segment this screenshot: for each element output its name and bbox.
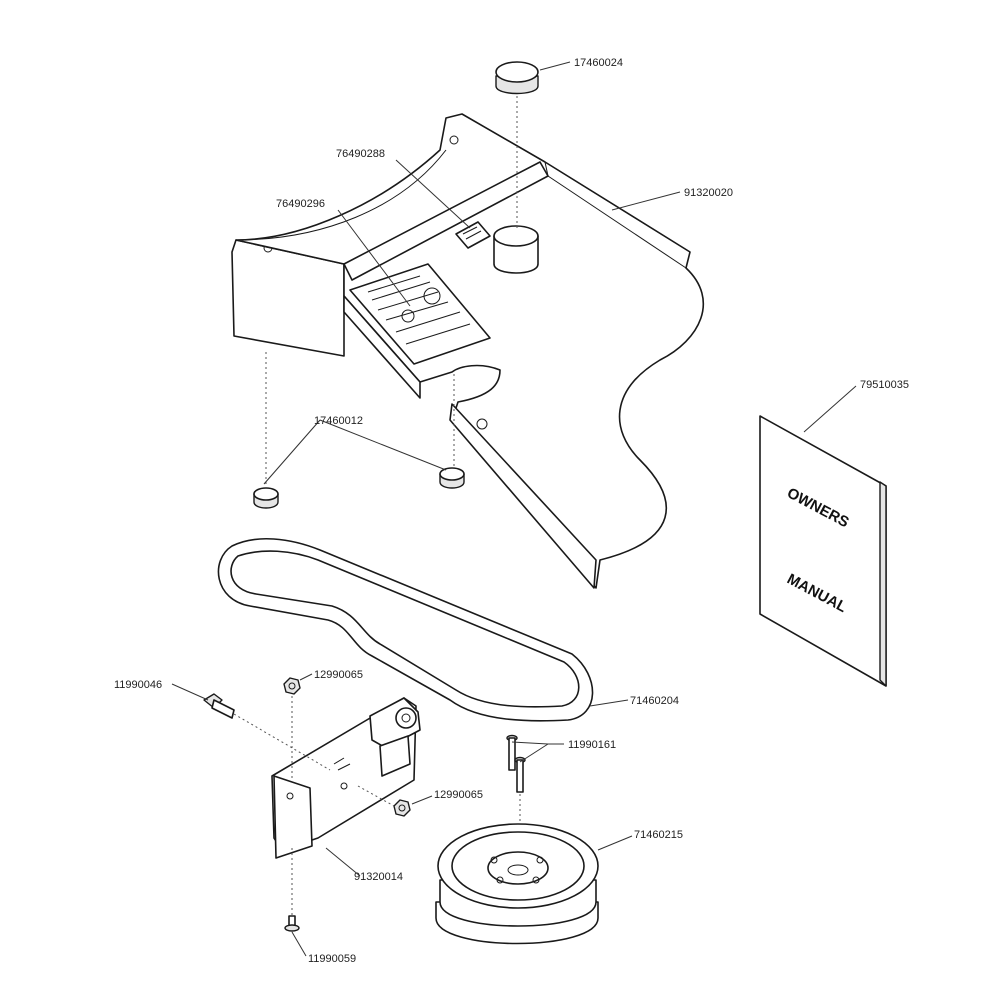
- nut-top: [283, 677, 301, 780]
- cap-part: [495, 61, 539, 230]
- callout-cap: 17460024: [574, 57, 623, 69]
- callout-pulley: 71460215: [634, 829, 683, 841]
- shoulder-bolt-2: [514, 756, 526, 850]
- nut-mid: [357, 785, 411, 817]
- callout-grommets: 17460012: [314, 415, 363, 427]
- bolt-bottom: [284, 848, 300, 932]
- grommet-right: [439, 467, 465, 489]
- callout-shoulder-bolts: 11990161: [568, 739, 616, 751]
- callout-bracket: 91320014: [354, 871, 403, 883]
- callout-nut-mid: 12990065: [434, 789, 483, 801]
- cover-boss: [493, 225, 539, 274]
- owners-manual: OWNERS MANUAL: [759, 415, 887, 687]
- cover-front-lip: [343, 295, 421, 399]
- cover-assembly: [231, 113, 705, 589]
- callout-bolt-bottom: 11990059: [308, 953, 356, 965]
- leader-lines: [171, 61, 857, 957]
- drive-belt: [217, 537, 594, 722]
- grommet-left: [253, 487, 279, 509]
- idler-bracket: [271, 697, 421, 859]
- callout-belt: 71460204: [630, 695, 679, 707]
- callout-labels: 17460024 76490288 91320020 76490296 1746…: [114, 57, 909, 965]
- callout-nut-top: 12990065: [314, 669, 363, 681]
- callout-bolt-side: 11990046: [114, 679, 162, 691]
- decal-small: [455, 221, 491, 249]
- bolt-side: [203, 693, 331, 771]
- callout-decal-large: 76490296: [276, 198, 325, 210]
- cover-bottom-lip: [449, 403, 597, 589]
- cover-top-panel: [235, 113, 705, 589]
- callout-manual: 79510035: [860, 379, 909, 391]
- callout-decal-small: 76490288: [336, 148, 385, 160]
- callout-cover: 91320020: [684, 187, 733, 199]
- shoulder-bolt-1: [506, 734, 518, 771]
- pulley: [435, 823, 599, 945]
- decal-large: [349, 263, 491, 365]
